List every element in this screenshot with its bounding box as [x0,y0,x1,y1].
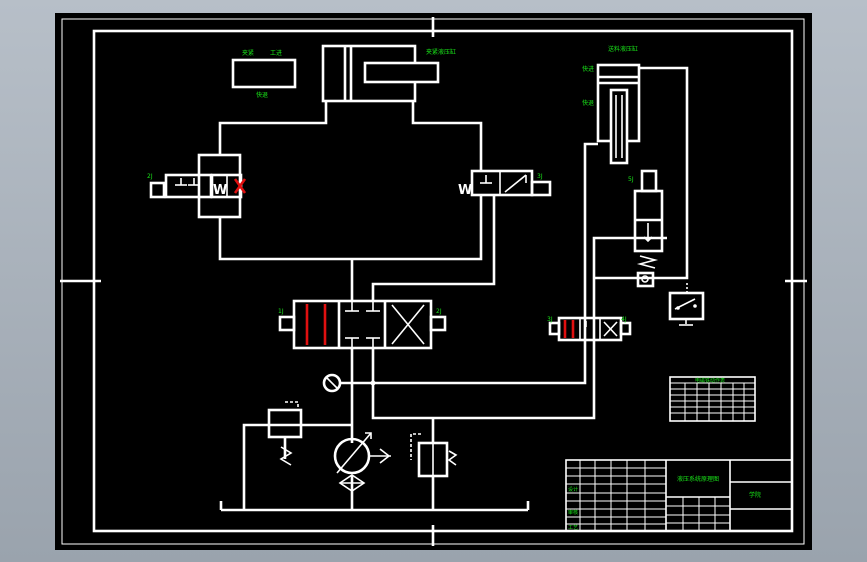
cylinder-lines [218,101,483,171]
pressure-switch[interactable] [668,283,705,326]
junction-dot [370,380,376,386]
left-directional-valve[interactable] [149,153,247,219]
note-text-b: 工进 [270,49,282,57]
main-directional-valve[interactable] [278,299,447,350]
action-table-header: 电磁铁动作表 [695,377,725,384]
hydraulic-pump[interactable] [333,432,391,492]
feed-cylinder-label: 送料液压缸 [608,45,638,53]
main-valve-right-tag: 2J [436,308,442,315]
right-valve-tag: 3J [537,173,543,180]
left-valve-spring-w: W [213,183,227,198]
left-valve-tag: 2J [147,173,153,180]
title-row-a: 设计 [568,486,578,493]
label-box [231,58,297,89]
main-cylinder-label: 夹紧液压缸 [426,48,456,56]
centering-marks [60,17,807,546]
main-valve-left-tag: 1J [278,308,284,315]
organization-name: 学院 [749,491,761,499]
small-directional-valve[interactable] [548,316,632,342]
small-valve-right-tag: 4J [621,316,627,323]
feed-cylinder-note-a: 快进 [582,65,594,73]
title-row-c: 工艺 [568,525,578,531]
main-cylinder[interactable] [321,44,440,103]
feed-cylinder[interactable] [596,63,641,165]
solenoid-valve[interactable] [633,169,664,288]
hydraulic-schematic: 夹紧 工进 快退 夹紧液压缸 [60,17,807,546]
note-text-c: 快退 [256,91,268,99]
small-valve-left-tag: 3J [547,316,553,323]
right-valve-spring-w: W [458,183,472,198]
solenoid-action-table [669,376,756,422]
pressure-valve[interactable] [410,433,458,478]
relief-valve[interactable] [267,401,303,466]
title-block [565,459,793,532]
solenoid-tag: 5J [628,176,634,183]
supply-lines [219,236,642,512]
drawing-viewport[interactable]: 夹紧 工进 快退 夹紧液压缸 [55,13,812,550]
gauge-needle [326,377,338,389]
drawing-title: 液压系统原理图 [677,475,719,483]
title-row-b: 审核 [568,509,578,516]
main-circuit-lines [218,195,496,301]
feed-cylinder-note-b: 快退 [582,99,594,107]
right-directional-valve[interactable] [470,169,552,197]
note-text-a: 夹紧 [242,49,254,57]
